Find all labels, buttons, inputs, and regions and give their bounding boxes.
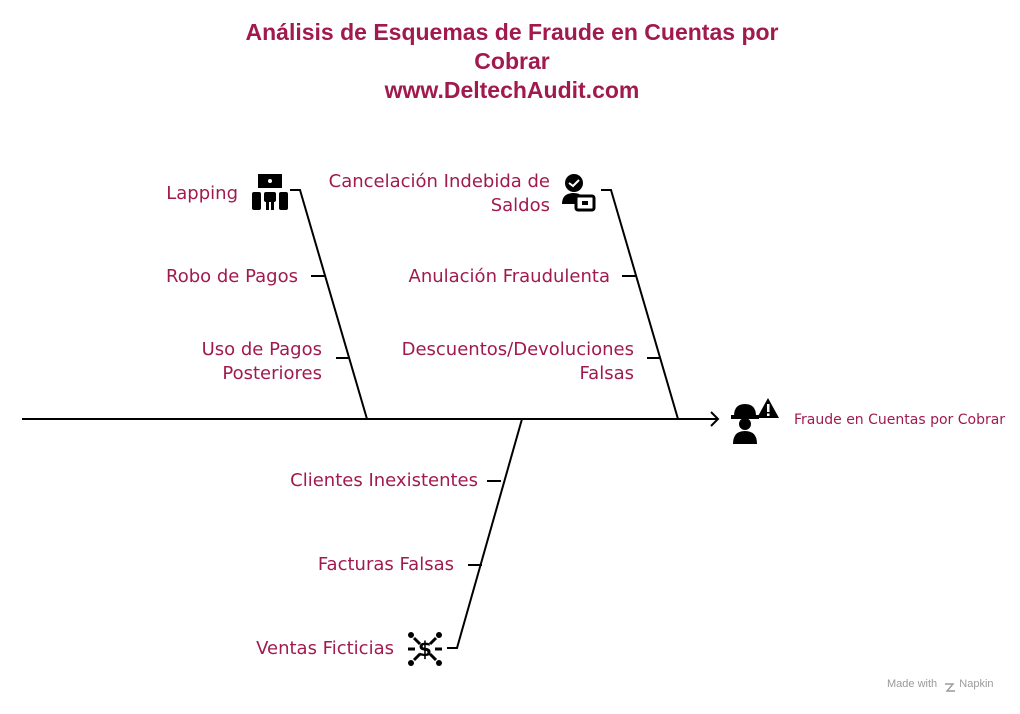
branch-top-right-line (601, 189, 679, 420)
cause-lapping: Lapping (166, 183, 238, 204)
diagram-title: Análisis de Esquemas de Fraude en Cuenta… (212, 18, 812, 105)
cause-facturas-falsas: Facturas Falsas (317, 554, 454, 575)
cause-descuentos-devoluciones: Descuentos/Devoluciones Falsas (401, 339, 634, 384)
branch-top-left-line (290, 189, 368, 420)
title-line-3: www.DeltechAudit.com (384, 77, 640, 103)
svg-text:$: $ (418, 637, 432, 661)
title-line-2: Cobrar (474, 48, 550, 74)
napkin-brand-text: Napkin (959, 678, 994, 691)
building-people-icon (252, 174, 288, 210)
made-with-napkin-footer: Made with Napkin (887, 678, 994, 690)
cause-anulacion-fraudulenta: Anulación Fraudulenta (408, 266, 611, 287)
cause-ventas-ficticias: Ventas Ficticias (256, 638, 394, 659)
cause-cancelacion-indebida: Cancelación Indebida de Saldos (328, 171, 550, 216)
spine-arrowhead (710, 411, 720, 427)
cause-uso-de-pagos-posteriores: Uso de Pagos Posteriores (201, 339, 322, 384)
cause-clientes-inexistentes: Clientes Inexistentes (290, 470, 478, 491)
outcome-label: Fraude en Cuentas por Cobrar (794, 412, 1006, 428)
cause-robo-de-pagos: Robo de Pagos (166, 266, 298, 287)
napkin-logo-icon (945, 683, 955, 692)
dollar-network-icon: $ (408, 632, 442, 666)
person-wallet-icon (562, 174, 596, 212)
made-with-text: Made with (887, 678, 938, 691)
title-line-1: Análisis de Esquemas de Fraude en Cuenta… (245, 19, 779, 45)
branch-bottom-line (447, 418, 523, 649)
worker-warning-icon (731, 398, 779, 444)
